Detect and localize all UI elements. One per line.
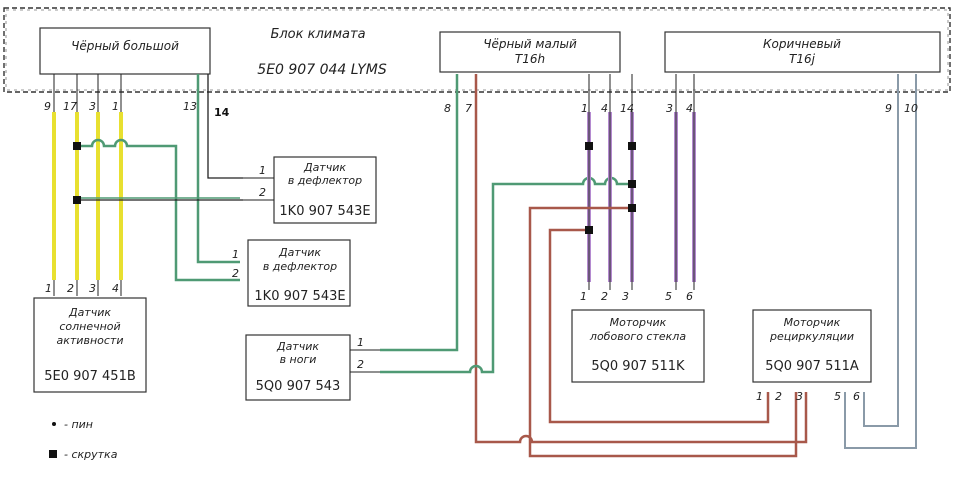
deflector-sensor-1-part: 1K0 907 543E <box>279 204 370 219</box>
windshield-motor-name1: Моторчик <box>610 316 667 329</box>
splice-6 <box>628 204 636 212</box>
wire-gray-pin10 <box>844 74 917 449</box>
recirc-motor-name1: Моторчик <box>784 316 841 329</box>
splice-1 <box>73 142 81 150</box>
climate-unit-part-number: 5E0 907 044 LYMS <box>257 62 387 78</box>
recirc-motor-name2: рециркуляции <box>769 330 854 343</box>
pin-label-b3: 3 <box>666 102 673 115</box>
windshield-pin3: 3 <box>622 290 629 303</box>
connector-black-large-label: Чёрный большой <box>71 39 179 53</box>
recirc-pin5: 5 <box>834 390 841 403</box>
splice-2 <box>73 196 81 204</box>
sun-sensor-part: 5E0 907 451B <box>44 369 136 384</box>
deflector-sensor-1-name1: Датчик <box>303 161 346 174</box>
foot-pin1: 1 <box>357 336 364 349</box>
windshield-motor-name2: лобового стекла <box>589 330 686 343</box>
pin-label-b4: 4 <box>686 102 693 115</box>
deflector-sensor-2-name1: Датчик <box>278 246 321 259</box>
pin-label-b9: 9 <box>885 102 892 115</box>
deflector-2-pin2: 2 <box>232 267 239 280</box>
sun-sensor-name1: Датчик <box>68 306 111 319</box>
sun-pin1: 1 <box>45 282 52 295</box>
wire-brown-pin7 <box>474 74 808 444</box>
splice-3 <box>585 142 593 150</box>
connector-black-small-label: Чёрный малый <box>483 37 577 51</box>
windshield-motor-part: 5Q0 907 511K <box>591 359 685 374</box>
sun-pin2: 2 <box>67 282 74 295</box>
wire-brown-recirc-3 <box>528 206 798 458</box>
foot-sensor-name2: в ноги <box>280 353 317 366</box>
splice-5 <box>628 180 636 188</box>
pin-label-17: 17 <box>63 100 77 113</box>
pin-label-13: 13 <box>183 100 197 113</box>
sun-sensor <box>33 297 147 393</box>
deflector-sensor-1-name2: в дефлектор <box>288 174 362 187</box>
black-large-pin-labels: 9 17 3 1 13 14 <box>44 100 230 119</box>
legend-pin-label: - пин <box>64 418 93 431</box>
sun-sensor-name2: солнечной <box>59 320 120 333</box>
connector-black-small-code: T16h <box>515 52 545 66</box>
pin-label-7: 7 <box>465 102 472 115</box>
recirc-pin3: 3 <box>796 390 803 403</box>
splice-4 <box>628 142 636 150</box>
legend-pin-dot <box>52 422 56 426</box>
connector-brown-label: Коричневый <box>763 37 841 51</box>
deflector-sensor-1 <box>273 156 377 224</box>
pin-label-s4: 4 <box>601 102 608 115</box>
connector-brown <box>664 31 941 73</box>
recirc-pin1: 1 <box>756 390 763 403</box>
splice-7 <box>585 226 593 234</box>
wire-green-pin8 <box>380 74 459 352</box>
wire-gray-pin9 <box>863 74 899 427</box>
pin-label-1: 1 <box>112 100 119 113</box>
deflector-2-pin1: 1 <box>232 248 239 261</box>
pin-label-s1: 1 <box>581 102 588 115</box>
deflector-sensor-2-name2: в дефлектор <box>263 260 337 273</box>
deflector-sensor-2 <box>247 239 351 307</box>
connector-brown-code: T16j <box>789 52 816 66</box>
pin-label-9: 9 <box>44 100 51 113</box>
legend-splice-label: - скрутка <box>64 448 118 461</box>
wire-green-deflector2-pin2 <box>77 138 240 282</box>
deflector-1-pin1: 1 <box>259 164 266 177</box>
foot-pin2: 2 <box>357 358 364 371</box>
pin-label-14: 14 <box>214 106 230 119</box>
windshield-pin5: 5 <box>665 290 672 303</box>
deflector-1-pin2: 2 <box>259 186 266 199</box>
sun-pin3: 3 <box>89 282 96 295</box>
windshield-pin2: 2 <box>601 290 608 303</box>
foot-sensor-part: 5Q0 907 543 <box>256 379 341 394</box>
pin-label-3: 3 <box>89 100 96 113</box>
brown-pin-labels: 3 4 9 10 <box>666 102 918 115</box>
pin-label-b10: 10 <box>904 102 918 115</box>
recirc-pin2: 2 <box>775 390 782 403</box>
wire-black-pin14 <box>207 74 243 179</box>
connector-black-large <box>39 27 211 75</box>
climate-unit-title: Блок климата <box>270 27 365 42</box>
windshield-pin6: 6 <box>686 290 693 303</box>
wire-brown-recirc-1 <box>548 228 770 424</box>
pin-label-s14: 14 <box>620 102 634 115</box>
deflector-sensor-2-part: 1K0 907 543E <box>254 289 345 304</box>
recirculation-motor <box>752 309 872 383</box>
sun-sensor-name3: активности <box>57 334 124 347</box>
recirc-motor-part: 5Q0 907 511A <box>765 359 859 374</box>
black-small-pin-labels: 8 7 1 4 14 <box>444 102 634 115</box>
connector-black-small <box>439 31 621 73</box>
legend-splice-square <box>49 450 57 458</box>
foot-sensor-name1: Датчик <box>276 340 319 353</box>
windshield-pin1: 1 <box>580 290 587 303</box>
pin-label-8: 8 <box>444 102 451 115</box>
foot-sensor <box>245 334 351 401</box>
sun-pin4: 4 <box>112 282 119 295</box>
wire-green-pin13 <box>196 74 240 264</box>
recirc-pin6: 6 <box>853 390 860 403</box>
windshield-motor <box>571 309 705 383</box>
